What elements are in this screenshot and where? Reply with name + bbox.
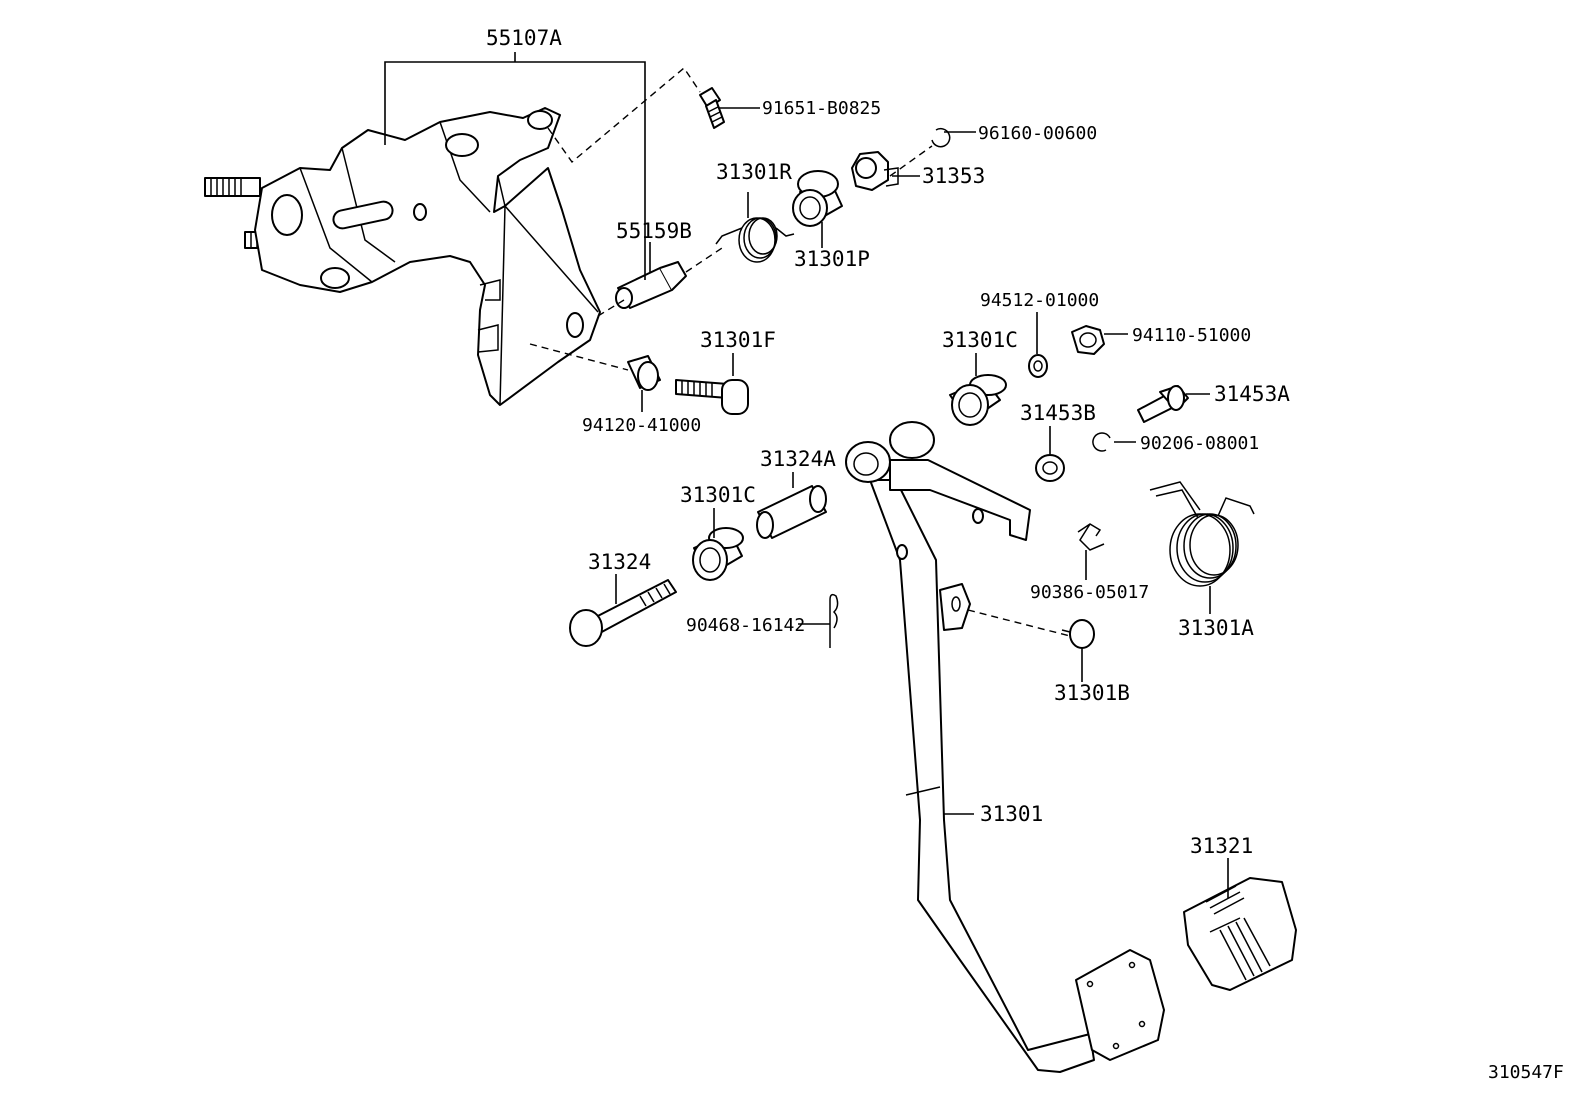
label-55159B: 55159B	[616, 219, 692, 243]
label-31324: 31324	[588, 550, 651, 574]
label-31353: 31353	[922, 164, 985, 188]
figure-id: 310547F	[1488, 1062, 1564, 1083]
spring-31301R-part	[715, 217, 795, 263]
bushing-31301P-part	[792, 170, 843, 227]
bushing-31301C-lower-part	[692, 527, 744, 581]
bolt-91651-part	[699, 87, 725, 129]
spring-31301A-part	[1149, 481, 1255, 587]
pedal-pad-part	[1183, 877, 1297, 991]
label-96160-00600: 96160-00600	[978, 123, 1097, 144]
cushion-31301B-part	[1061, 619, 1095, 649]
nut-94110-part	[1071, 325, 1105, 355]
label-94512-01000: 94512-01000	[980, 290, 1099, 311]
label-94110-51000: 94110-51000	[1132, 325, 1251, 346]
bushing-31301C-upper-part	[949, 374, 1007, 426]
leader-lines	[384, 52, 1229, 898]
label-91651-B0825: 91651-B0825	[762, 98, 881, 119]
bushing-31453B-part	[1035, 454, 1065, 482]
label-90468-16142: 90468-16142	[686, 615, 805, 636]
bolt-31324-part	[569, 579, 677, 647]
label-31324A: 31324A	[760, 447, 836, 471]
pedal-bracket-part	[204, 107, 601, 406]
label-31301C-upper: 31301C	[942, 328, 1018, 352]
label-31301F: 31301F	[700, 328, 776, 352]
label-31301A: 31301A	[1178, 616, 1254, 640]
label-31301R: 31301R	[716, 160, 792, 184]
label-90386-05017: 90386-05017	[1030, 582, 1149, 603]
pin-31324A-part	[756, 485, 827, 539]
clip-90206-part	[1092, 432, 1111, 452]
label-55107A: 55107A	[486, 26, 562, 50]
label-31453B: 31453B	[1020, 401, 1096, 425]
label-31321: 31321	[1190, 834, 1253, 858]
label-31453A: 31453A	[1214, 382, 1290, 406]
label-31301P: 31301P	[794, 247, 870, 271]
pin-90468-part	[829, 593, 839, 648]
clip-90386-part	[1077, 523, 1105, 551]
label-90206-08001: 90206-08001	[1140, 433, 1259, 454]
label-31301B: 31301B	[1054, 681, 1130, 705]
bolt-31453A-part	[1137, 385, 1189, 423]
label-94120-41000: 94120-41000	[582, 415, 701, 436]
clip-96160-part	[931, 127, 951, 148]
assembly-dashed-lines	[529, 66, 1071, 637]
bolt-31301F-part	[675, 379, 749, 415]
nut-31353-part	[851, 151, 899, 191]
pedal-arm-part	[845, 421, 1165, 1073]
washer-94512-part	[1028, 354, 1048, 378]
pin-55159B-part	[615, 261, 687, 309]
collar-94120-part	[627, 355, 661, 391]
label-31301C-lower: 31301C	[680, 483, 756, 507]
label-31301: 31301	[980, 802, 1043, 826]
